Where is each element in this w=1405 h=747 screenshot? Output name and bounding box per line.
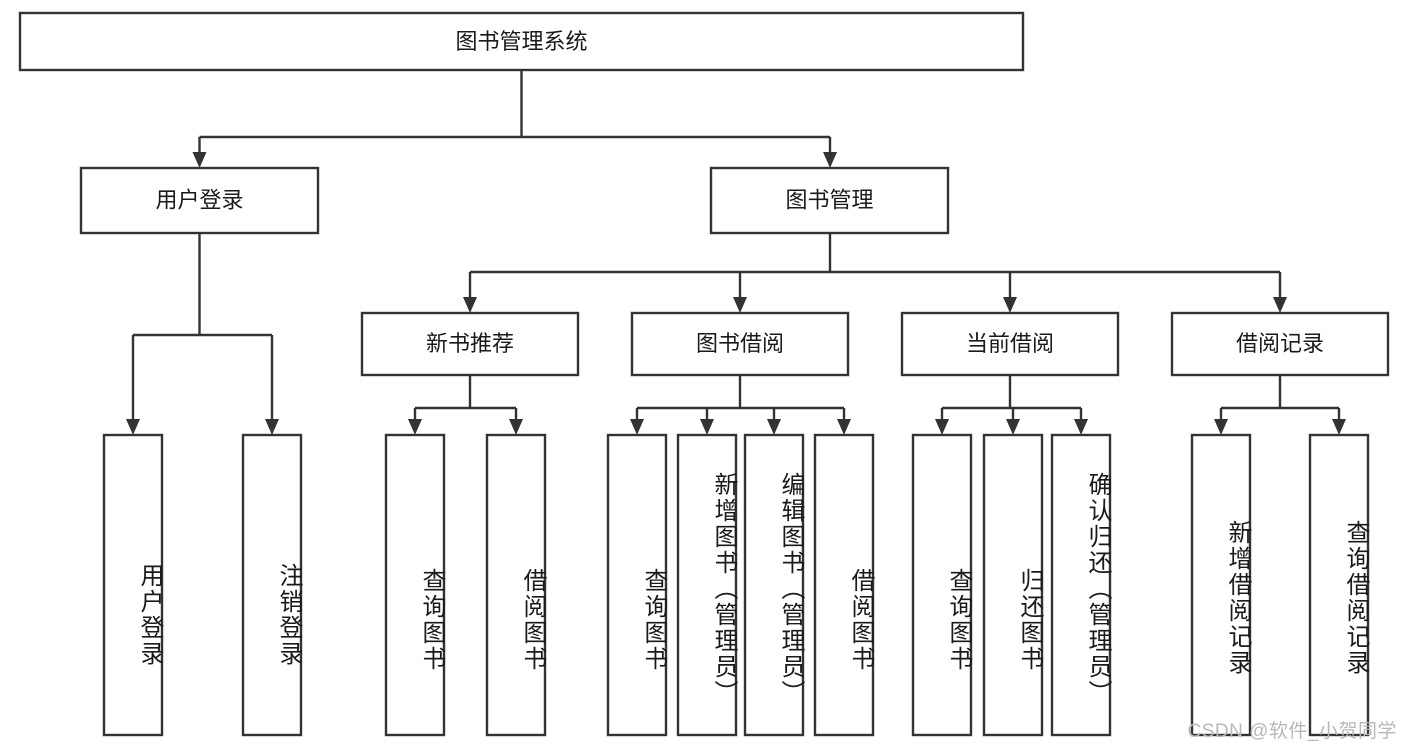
connector-current-to-leaves [935, 375, 1088, 435]
leaf-box-edit-book-admin[interactable] [743, 433, 805, 737]
leaf-box-query-book-current[interactable] [911, 433, 973, 737]
node-root-system-label: 图书管理系统 [455, 29, 587, 54]
node-borrow-records-label: 借阅记录 [1236, 331, 1324, 356]
node-book-management-label: 图书管理 [785, 187, 873, 212]
node-user-login-label: 用户登录 [155, 187, 243, 212]
node-borrow-records[interactable]: 借阅记录 [1170, 311, 1390, 377]
connector-userlogin-to-leaves [126, 233, 279, 435]
connector-root-to-level2 [192, 70, 837, 168]
node-user-login[interactable]: 用户登录 [79, 166, 320, 235]
leaf-box-confirm-return-admin[interactable] [1050, 433, 1112, 737]
node-book-borrow-label: 图书借阅 [696, 331, 784, 356]
leaf-box-add-book-admin[interactable] [676, 433, 738, 737]
node-new-book-recommend[interactable]: 新书推荐 [360, 311, 580, 377]
node-book-management[interactable]: 图书管理 [709, 166, 950, 235]
leaf-box-query-borrow-record[interactable] [1308, 433, 1370, 737]
leaf-box-query-book-new[interactable] [384, 433, 446, 737]
node-book-borrow[interactable]: 图书借阅 [630, 311, 850, 377]
watermark-text: CSDN @软件_小贺同学 [1187, 721, 1397, 742]
connector-newbook-to-leaves [408, 375, 523, 435]
leaf-box-query-book-borrow[interactable] [606, 433, 668, 737]
connector-borrow-to-leaves [630, 375, 851, 435]
node-current-borrow-label: 当前借阅 [966, 331, 1054, 356]
leaf-boxes [102, 433, 1370, 737]
connector-bookmgmt-to-level3 [463, 233, 1287, 313]
leaf-box-borrow-book-new[interactable] [485, 433, 547, 737]
node-root-system[interactable]: 图书管理系统 [18, 11, 1025, 72]
leaf-box-logout[interactable] [241, 433, 303, 737]
leaf-box-borrow-book[interactable] [813, 433, 875, 737]
leaf-box-add-borrow-record[interactable] [1190, 433, 1252, 737]
leaf-box-return-book[interactable] [982, 433, 1044, 737]
leaf-box-user-login[interactable] [102, 433, 164, 737]
node-current-borrow[interactable]: 当前借阅 [900, 311, 1120, 377]
node-new-book-recommend-label: 新书推荐 [426, 331, 514, 356]
connector-records-to-leaves [1214, 375, 1346, 435]
